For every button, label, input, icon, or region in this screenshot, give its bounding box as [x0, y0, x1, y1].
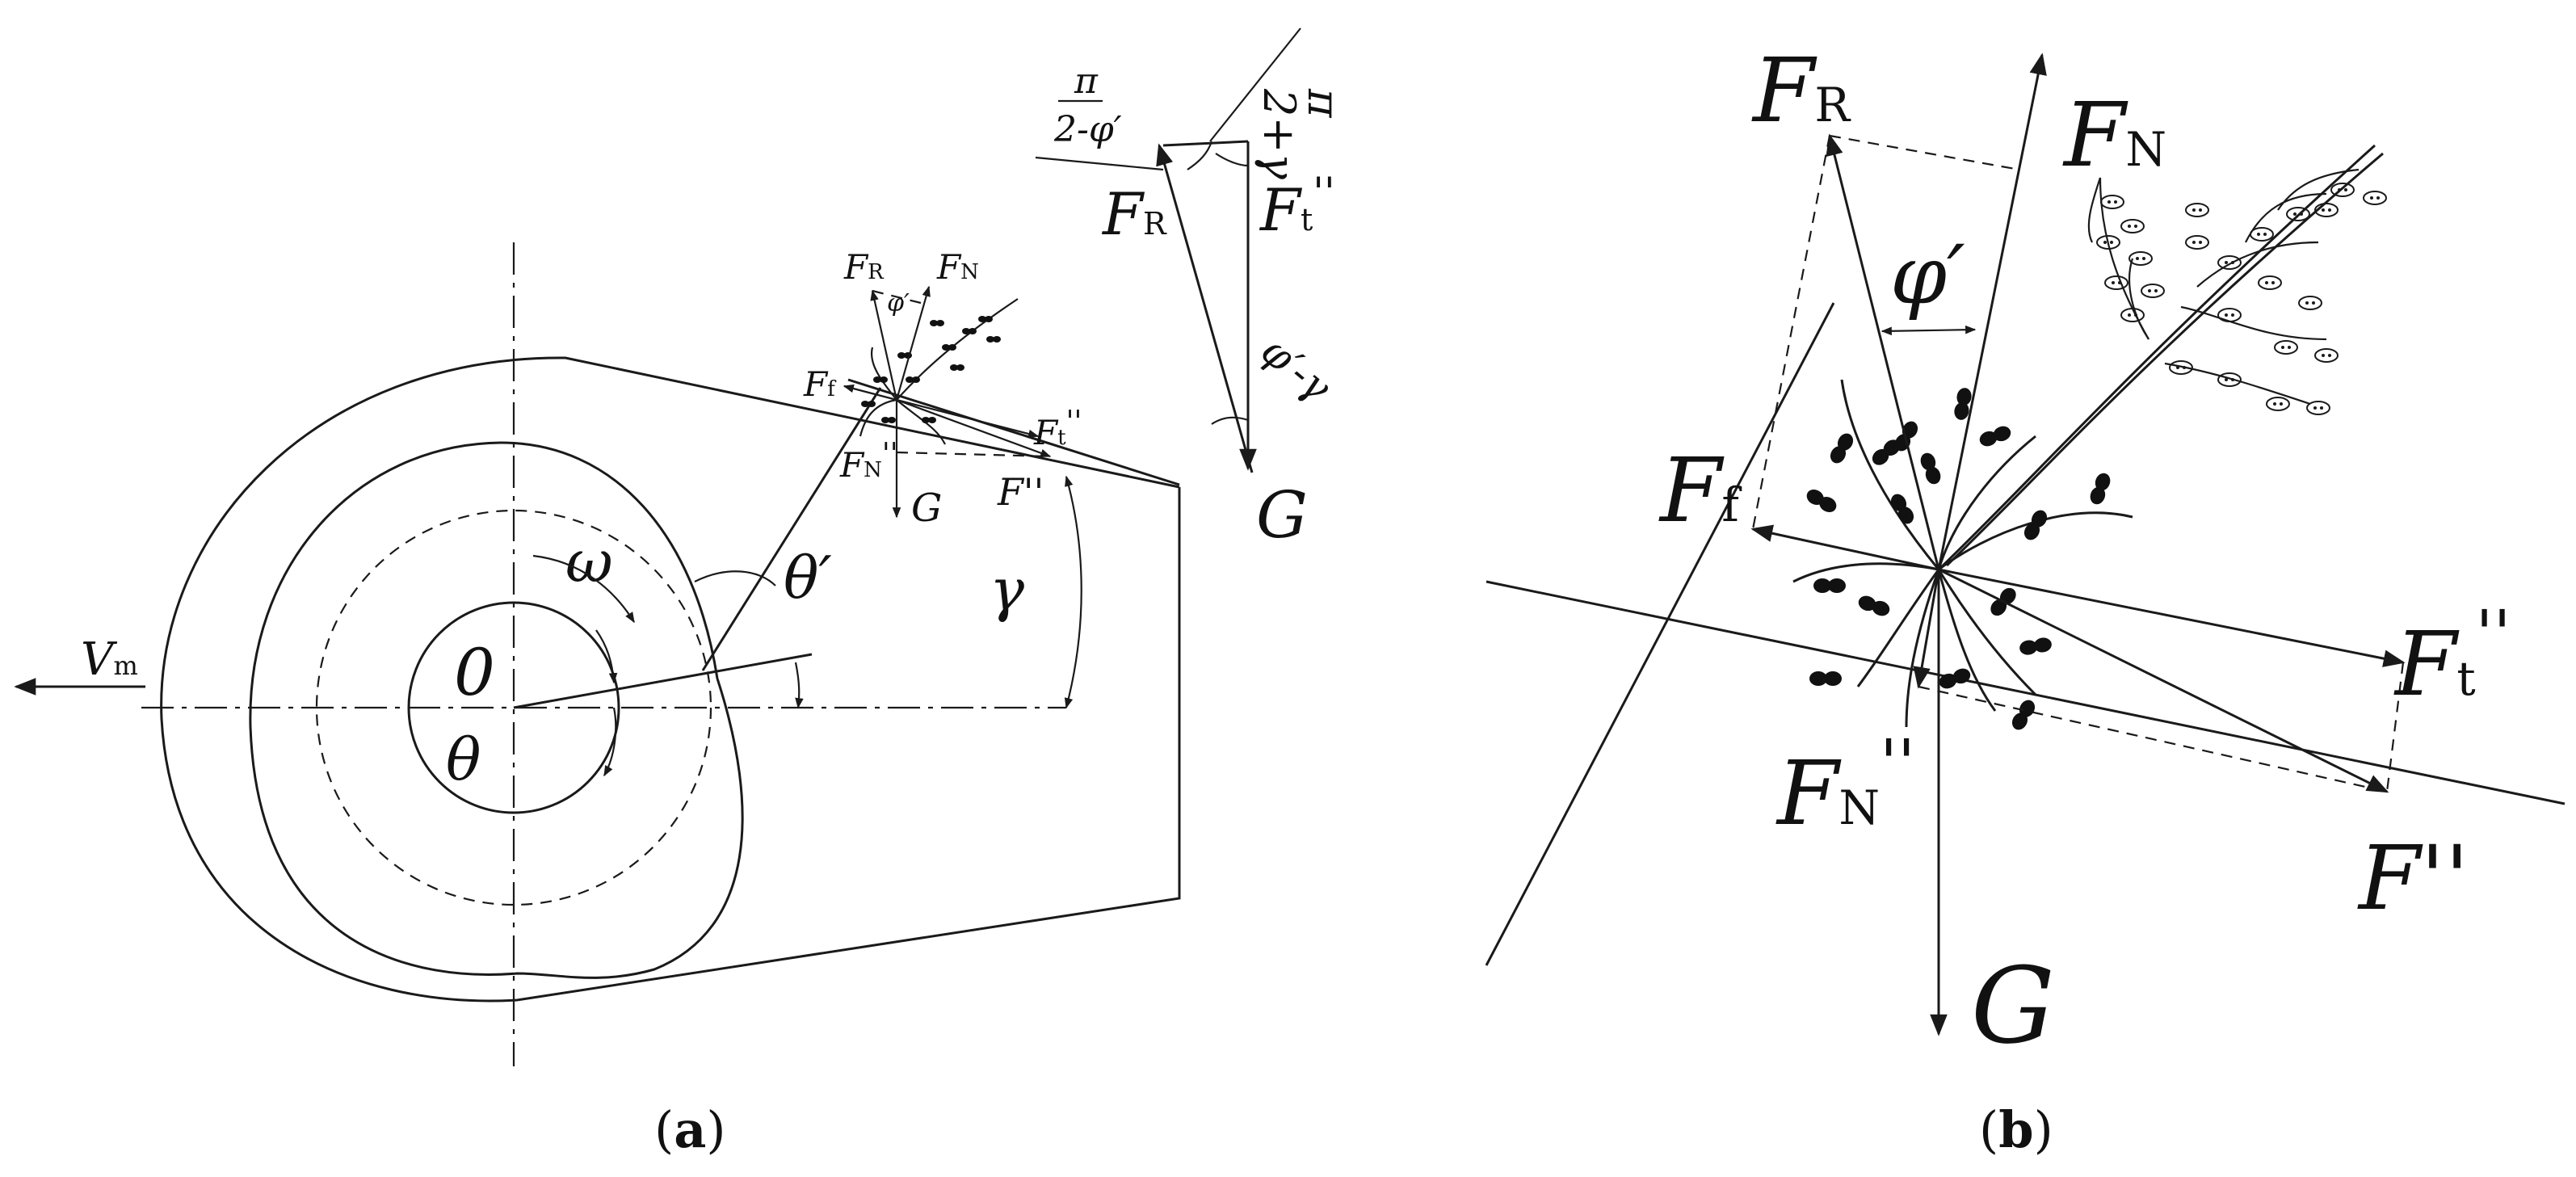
contact-line — [701, 387, 882, 671]
fr-vector — [1826, 133, 1940, 570]
small-ff-label: Ff — [803, 364, 837, 404]
radius-line — [513, 653, 813, 709]
small-fn-vector — [895, 285, 931, 401]
fnpp-label: FN'' — [1775, 725, 1915, 845]
ft-vector — [1938, 568, 2406, 667]
small-fr-vector — [870, 289, 898, 401]
theta-prime-arc-2 — [794, 662, 804, 709]
outer-housing-outline — [160, 356, 1181, 1003]
small-fr-label: FR — [843, 247, 885, 287]
triangle-pi-gamma: π2+γ — [1254, 88, 1349, 180]
small-ft-label: Ft'' — [1033, 406, 1082, 452]
plant-branch — [1937, 144, 2387, 571]
gamma-label: γ — [990, 556, 1025, 624]
small-ff-vector — [843, 384, 897, 401]
caption-b: (b) — [1979, 1100, 2053, 1159]
ft-label: Ft'' — [2393, 596, 2511, 716]
triangle-g-label: G — [1256, 477, 1308, 553]
small-fpp-label: F'' — [997, 470, 1044, 514]
triangle-pi-num: π — [1074, 61, 1099, 102]
theta-prime-label: θ′ — [784, 544, 832, 612]
triangle-ft-label: Ft'' — [1259, 169, 1335, 244]
small-fn-label: FN — [936, 247, 979, 287]
triangle-pi-den: 2-φ′ — [1053, 109, 1122, 150]
theta-label: θ — [446, 725, 481, 793]
fnpp-vector — [1913, 569, 1940, 689]
inner-hub-circle — [407, 601, 620, 814]
fr-label: FR — [1751, 39, 1851, 142]
origin-label: 0 — [454, 635, 495, 710]
small-phi-label: φ′ — [887, 289, 910, 317]
caption-a: (a) — [654, 1100, 726, 1159]
panel-a: Vm 0 θ ω θ′ γ — [14, 27, 1349, 1159]
panel-b: FR FN φ′ Ff Ft'' FN'' F'' G (b) — [1485, 39, 2565, 1159]
small-fnpp-label: FN'' — [839, 438, 898, 485]
force-triangle: π 2-φ′ π2+γ FR Ft'' φ′-γ G — [1035, 27, 1349, 553]
vm-label: Vm — [81, 633, 138, 686]
small-g-label: G — [911, 486, 942, 531]
triangle-ft-vector — [1162, 140, 1249, 147]
slope-line — [1485, 302, 1835, 966]
gamma-arc — [1064, 475, 1082, 709]
fn-vector — [1937, 53, 2047, 570]
small-ft-vector — [896, 398, 1040, 439]
fpp-vector — [1938, 568, 2389, 793]
phi-prime-label: φ′ — [1890, 228, 1965, 322]
triangle-fr-vector — [1156, 143, 1254, 473]
omega-arc-2 — [595, 629, 618, 684]
dashed-rotor-circle — [315, 509, 712, 906]
small-fpp-vector — [896, 398, 1052, 458]
theta-arc — [603, 707, 617, 777]
omega-arc — [532, 554, 635, 624]
omega-label: ω — [565, 528, 613, 595]
small-plant-cluster — [859, 298, 1019, 445]
theta-prime-arc — [694, 570, 776, 586]
ff-label: Ff — [1658, 439, 1742, 542]
fpp-label: F'' — [2357, 826, 2469, 930]
g-label: G — [1971, 944, 2055, 1067]
ff-vector — [1750, 524, 1939, 571]
ground-line — [1486, 580, 2565, 805]
inclined-line — [847, 378, 1180, 486]
inner-contour — [249, 441, 744, 979]
fn-label: FN — [2062, 83, 2166, 187]
triangle-phi-gamma-label: φ′-γ — [1252, 327, 1340, 411]
pod-cluster — [1792, 379, 2133, 733]
triangle-fr-label: FR — [1101, 180, 1167, 248]
